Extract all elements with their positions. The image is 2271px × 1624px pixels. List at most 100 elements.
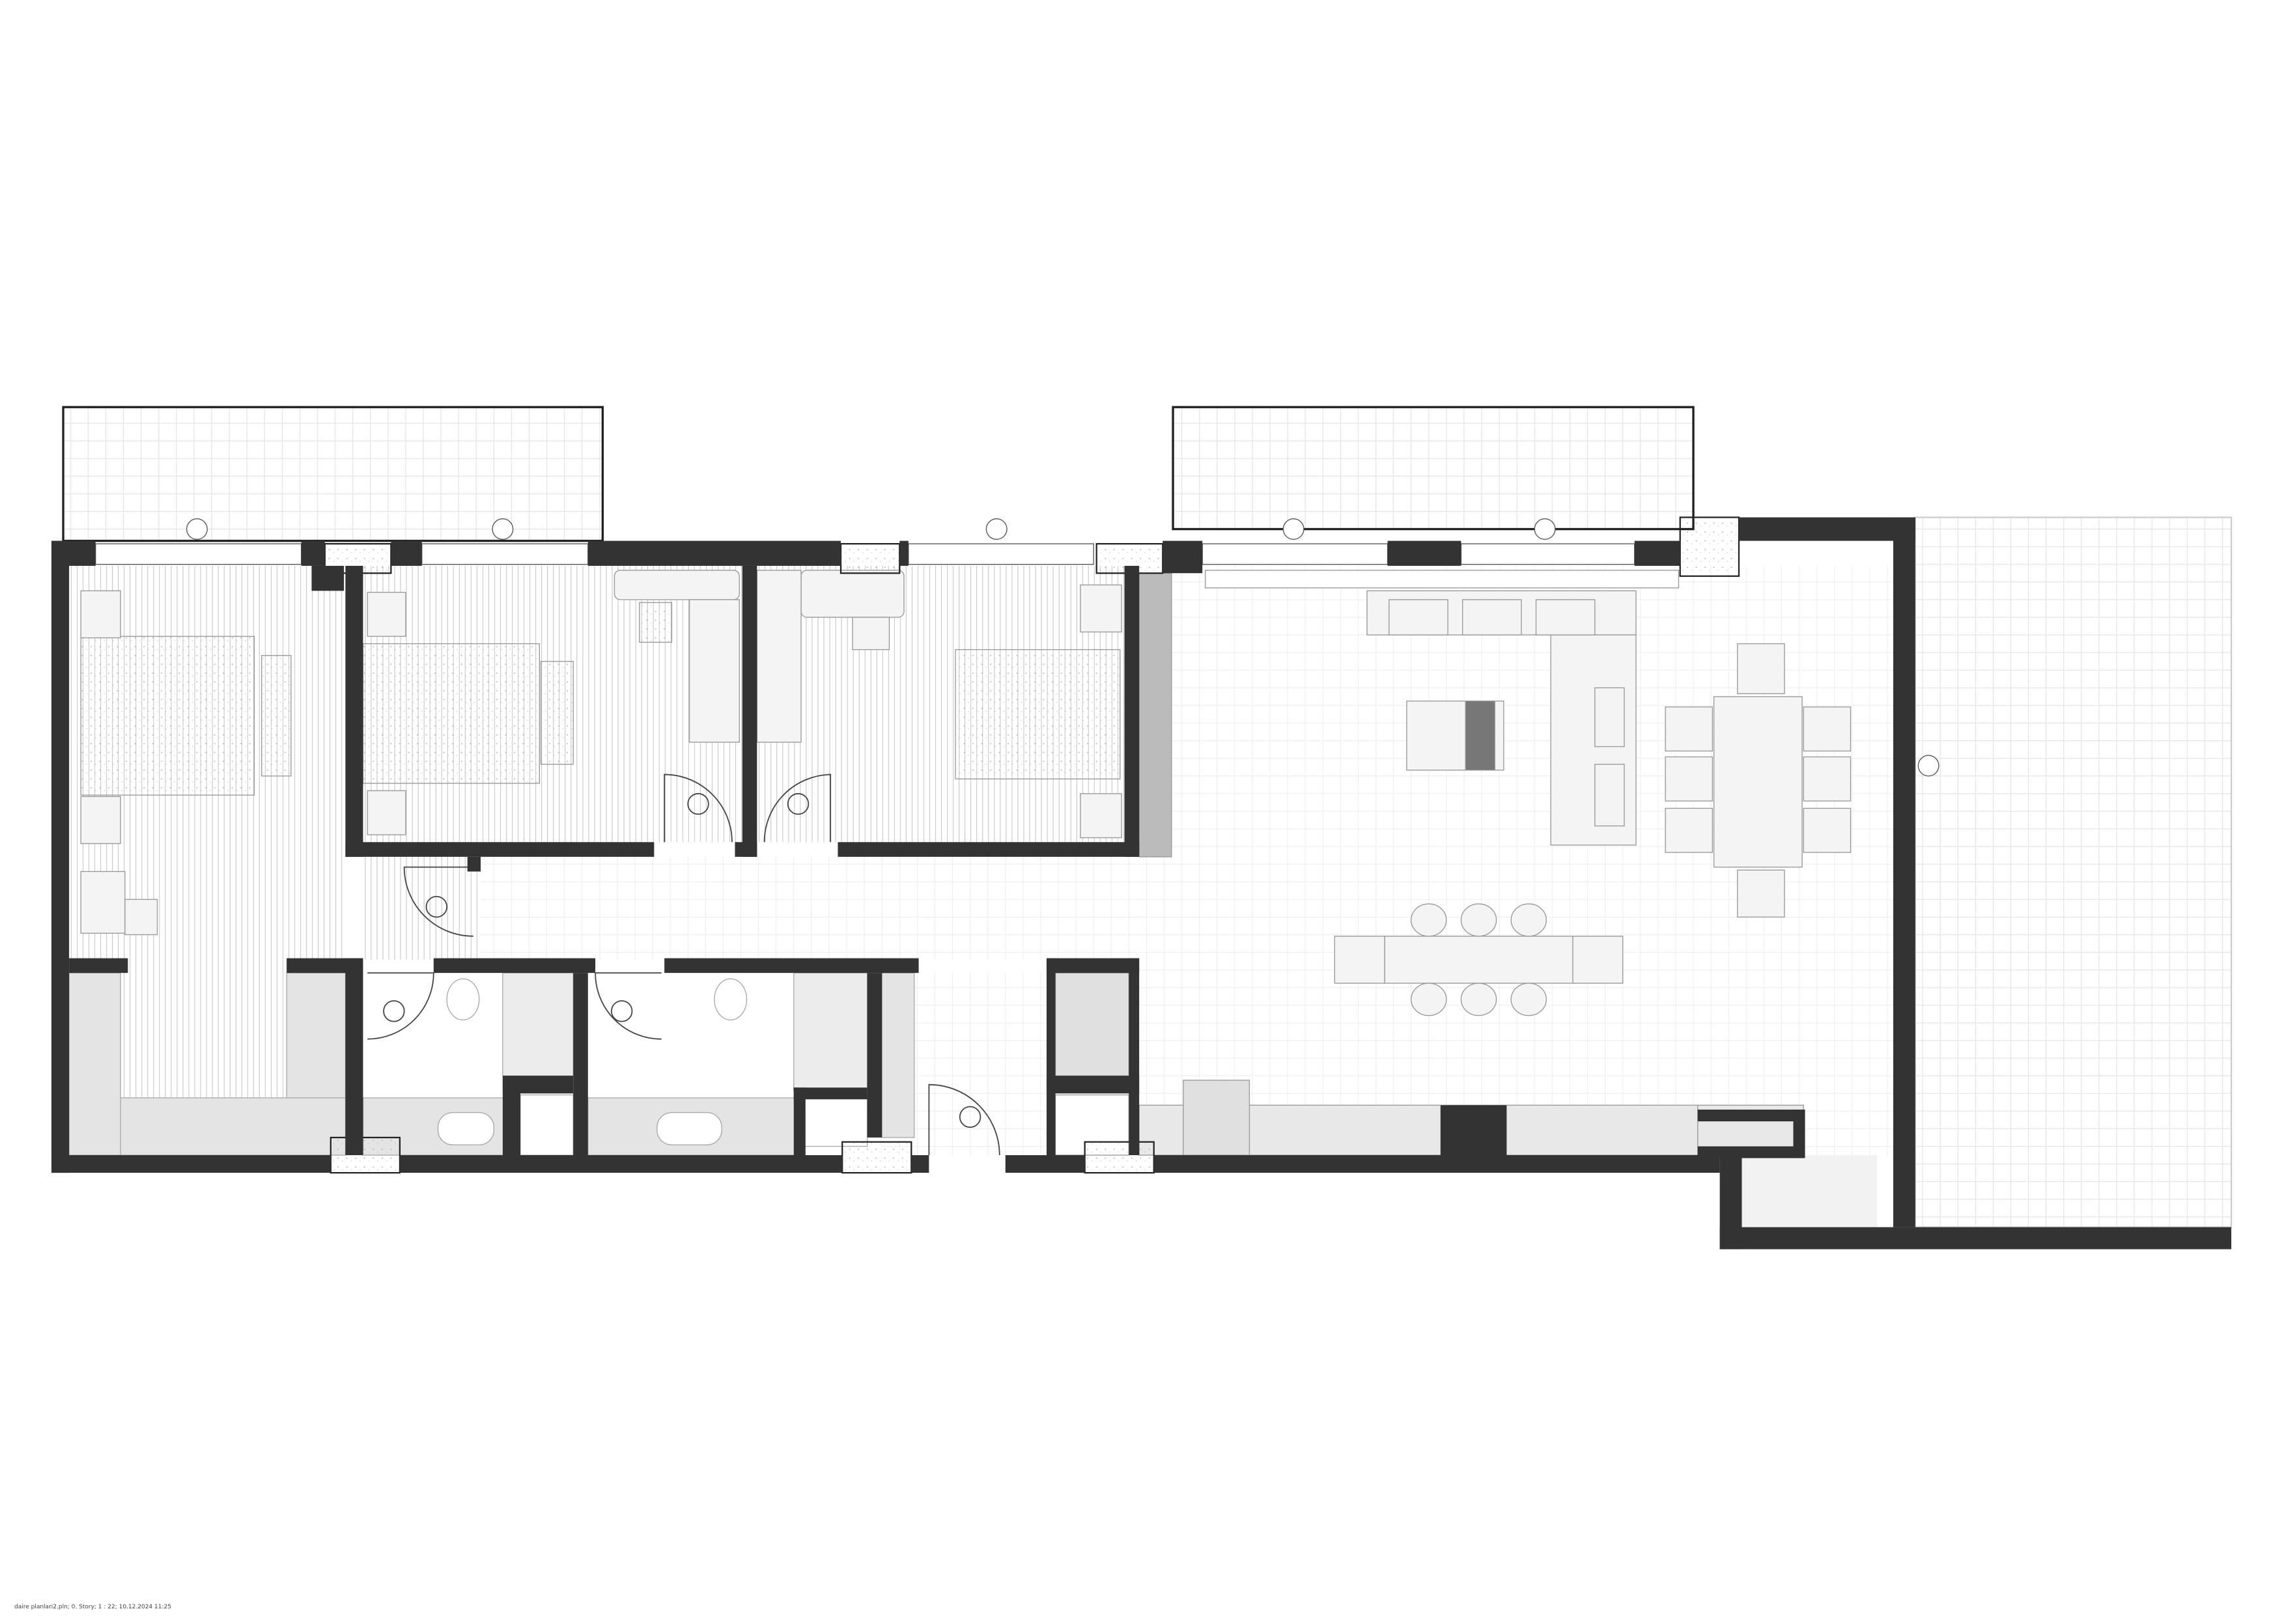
- desk: [800, 570, 905, 618]
- desk: [80, 871, 126, 934]
- door-marker: [383, 1000, 405, 1022]
- column: [1084, 1141, 1155, 1174]
- toilet: [446, 978, 480, 1021]
- nightstand: [80, 590, 121, 639]
- dining-table: [1713, 696, 1803, 868]
- terrace: [1914, 516, 2233, 1228]
- door-marker: [959, 1106, 981, 1128]
- wet-area: [68, 972, 121, 1156]
- wall: [345, 565, 363, 857]
- sofa-cushion: [1461, 599, 1522, 636]
- balcony: [1172, 406, 1695, 531]
- shelf: [1205, 570, 1680, 589]
- window-marker: [1917, 755, 1940, 777]
- bar-stool: [1411, 983, 1447, 1016]
- wall: [735, 842, 757, 857]
- coffee-table-top: [1465, 700, 1496, 771]
- wall: [1634, 540, 1680, 566]
- dining-chair: [1665, 706, 1714, 752]
- window: [1202, 543, 1389, 565]
- wall: [587, 540, 841, 566]
- wall: [1124, 565, 1140, 857]
- wall: [1893, 517, 1915, 1227]
- window: [1460, 543, 1635, 565]
- bench: [261, 654, 292, 777]
- dining-chair: [1803, 807, 1852, 853]
- desk: [124, 899, 158, 936]
- wall: [287, 958, 360, 973]
- door-swing: [595, 972, 662, 1040]
- wall: [793, 1087, 806, 1155]
- wall: [399, 1155, 843, 1173]
- wardrobe: [688, 599, 740, 743]
- window: [95, 543, 302, 565]
- nightstand: [1080, 793, 1122, 839]
- wall: [1046, 958, 1140, 973]
- dining-chair: [1665, 756, 1714, 802]
- window: [421, 543, 589, 565]
- desk: [852, 617, 890, 651]
- shower: [502, 972, 574, 1076]
- door-swing: [664, 774, 733, 843]
- wet-area: [286, 972, 346, 1099]
- nightstand: [1080, 584, 1122, 633]
- columns: [324, 516, 1740, 1174]
- desk: [614, 570, 740, 600]
- wall: [51, 540, 70, 1173]
- tall-cabinet: [1054, 972, 1130, 1076]
- wall: [1153, 1155, 1720, 1173]
- sofa-cushion: [1594, 687, 1625, 748]
- nightstand: [367, 591, 406, 637]
- dining-chair: [1803, 706, 1852, 752]
- tile-floor: [481, 856, 1142, 960]
- dining-chair: [1665, 807, 1714, 853]
- wall: [664, 958, 919, 973]
- wall: [69, 958, 128, 973]
- wall: [838, 842, 1140, 857]
- dining-chair: [1803, 756, 1852, 802]
- utility-floor: [1742, 1155, 1878, 1227]
- kitchen-island: [1572, 936, 1624, 984]
- door-marker: [610, 1000, 633, 1022]
- wall: [1046, 1076, 1140, 1094]
- wall: [1440, 1105, 1507, 1155]
- bar-stool: [1510, 983, 1547, 1016]
- nightstand: [80, 796, 121, 845]
- column: [841, 1141, 912, 1174]
- wall: [1793, 1110, 1805, 1158]
- wall: [345, 958, 363, 1155]
- shower: [793, 972, 868, 1091]
- bed: [362, 643, 540, 784]
- wall: [1697, 1146, 1804, 1158]
- wood-floor: [363, 856, 481, 960]
- bar-stool: [1510, 903, 1547, 937]
- window-marker: [1282, 518, 1305, 540]
- wall: [391, 540, 422, 566]
- door-swing: [403, 866, 473, 937]
- bed: [80, 636, 255, 796]
- wall: [899, 540, 909, 566]
- sofa-cushion: [1389, 599, 1448, 636]
- wall: [301, 540, 325, 566]
- window: [908, 543, 1094, 565]
- wall: [345, 842, 655, 857]
- toilet: [714, 978, 748, 1021]
- bar-stool: [1460, 983, 1497, 1016]
- wall: [433, 958, 596, 973]
- window-marker: [985, 518, 1008, 540]
- wall: [742, 565, 757, 857]
- wall: [867, 973, 882, 1138]
- kitchen-island: [1334, 936, 1385, 984]
- kitchen-island: [1384, 936, 1577, 984]
- bathtub: [437, 1112, 495, 1145]
- wall: [1738, 517, 1915, 541]
- wardrobe: [756, 570, 802, 743]
- wall: [1129, 958, 1140, 1155]
- wall: [1005, 1155, 1085, 1173]
- window-marker: [186, 518, 208, 540]
- wall: [1387, 540, 1461, 566]
- wall: [502, 1076, 520, 1155]
- door-swing: [763, 774, 832, 843]
- drawing-footer-label: daire planlari2.pln; 0. Story; 1 : 22; 1…: [14, 1604, 171, 1610]
